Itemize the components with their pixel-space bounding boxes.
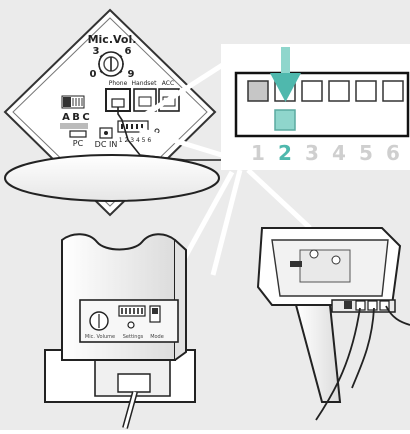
abc-label-c: C bbox=[82, 112, 89, 123]
pc-port bbox=[69, 130, 87, 138]
port-label-acc: ACC bbox=[162, 80, 174, 87]
handset-port bbox=[133, 88, 157, 112]
base-label-mode: Mode bbox=[150, 334, 164, 340]
dip-switch-4 bbox=[328, 80, 350, 102]
base-station-front: Mic. Volume Settings Mode bbox=[44, 233, 196, 429]
base-dial bbox=[89, 311, 109, 331]
dial-number-3: 3 bbox=[93, 46, 100, 57]
dip-number-3: 3 bbox=[305, 141, 319, 165]
dip-switch-zoom-panel: 1 2 3 4 5 6 bbox=[221, 44, 410, 170]
dial-number-9: 9 bbox=[128, 69, 135, 80]
dip-switch-3 bbox=[301, 80, 323, 102]
underside-switch bbox=[290, 261, 302, 267]
dip-number-6: 6 bbox=[386, 141, 400, 165]
underside-cable-3 bbox=[385, 305, 410, 326]
port-label-pc: PC bbox=[73, 139, 84, 148]
arrow-down-icon bbox=[270, 47, 301, 102]
underside-port-3 bbox=[367, 300, 378, 311]
dip-number-4: 4 bbox=[332, 141, 346, 165]
dip-switch-5 bbox=[355, 80, 377, 102]
dip-switch-6 bbox=[382, 80, 404, 102]
dip-number-5: 5 bbox=[359, 141, 373, 165]
abc-switch bbox=[61, 95, 85, 109]
mic-vol-title: Mic.Vol. bbox=[88, 33, 137, 46]
underside-port-4 bbox=[379, 300, 390, 311]
dip-switch-2 bbox=[274, 109, 296, 131]
underside-cable-1 bbox=[315, 307, 361, 421]
base-label-mic-volume: Mic. Volume bbox=[85, 334, 115, 340]
port-label-handset: Handset bbox=[132, 80, 158, 87]
abc-label-b: B bbox=[72, 112, 80, 123]
switch-indicator-bar bbox=[60, 123, 88, 129]
underside-cable-2 bbox=[351, 307, 375, 389]
base-dip-switch bbox=[118, 305, 146, 317]
dip-switch-row bbox=[247, 80, 404, 131]
base-button bbox=[127, 321, 135, 329]
base-label-settings: Settings bbox=[123, 334, 144, 340]
underside-port-1 bbox=[344, 301, 352, 309]
dip-number-2: 2 bbox=[278, 141, 292, 165]
base-mode-switch bbox=[149, 305, 161, 323]
mic-volume-dial bbox=[98, 51, 124, 77]
dip-switch-1 bbox=[247, 80, 269, 102]
panel-switch-digits: 1 2 3 4 5 6 bbox=[119, 137, 152, 144]
phone-cable bbox=[117, 107, 230, 161]
base-underside bbox=[256, 227, 410, 421]
panel-dip-switch bbox=[117, 120, 149, 133]
port-label-phone: Phone bbox=[109, 80, 128, 87]
dial-number-6: 6 bbox=[125, 46, 132, 57]
dip-number-1: 1 bbox=[251, 141, 265, 165]
base-plate bbox=[4, 154, 220, 202]
dc-in-jack bbox=[99, 127, 113, 139]
port-label-dc-in: DC IN bbox=[95, 140, 118, 149]
dial-number-0: 0 bbox=[90, 69, 97, 80]
abc-label-a: A bbox=[62, 112, 70, 123]
